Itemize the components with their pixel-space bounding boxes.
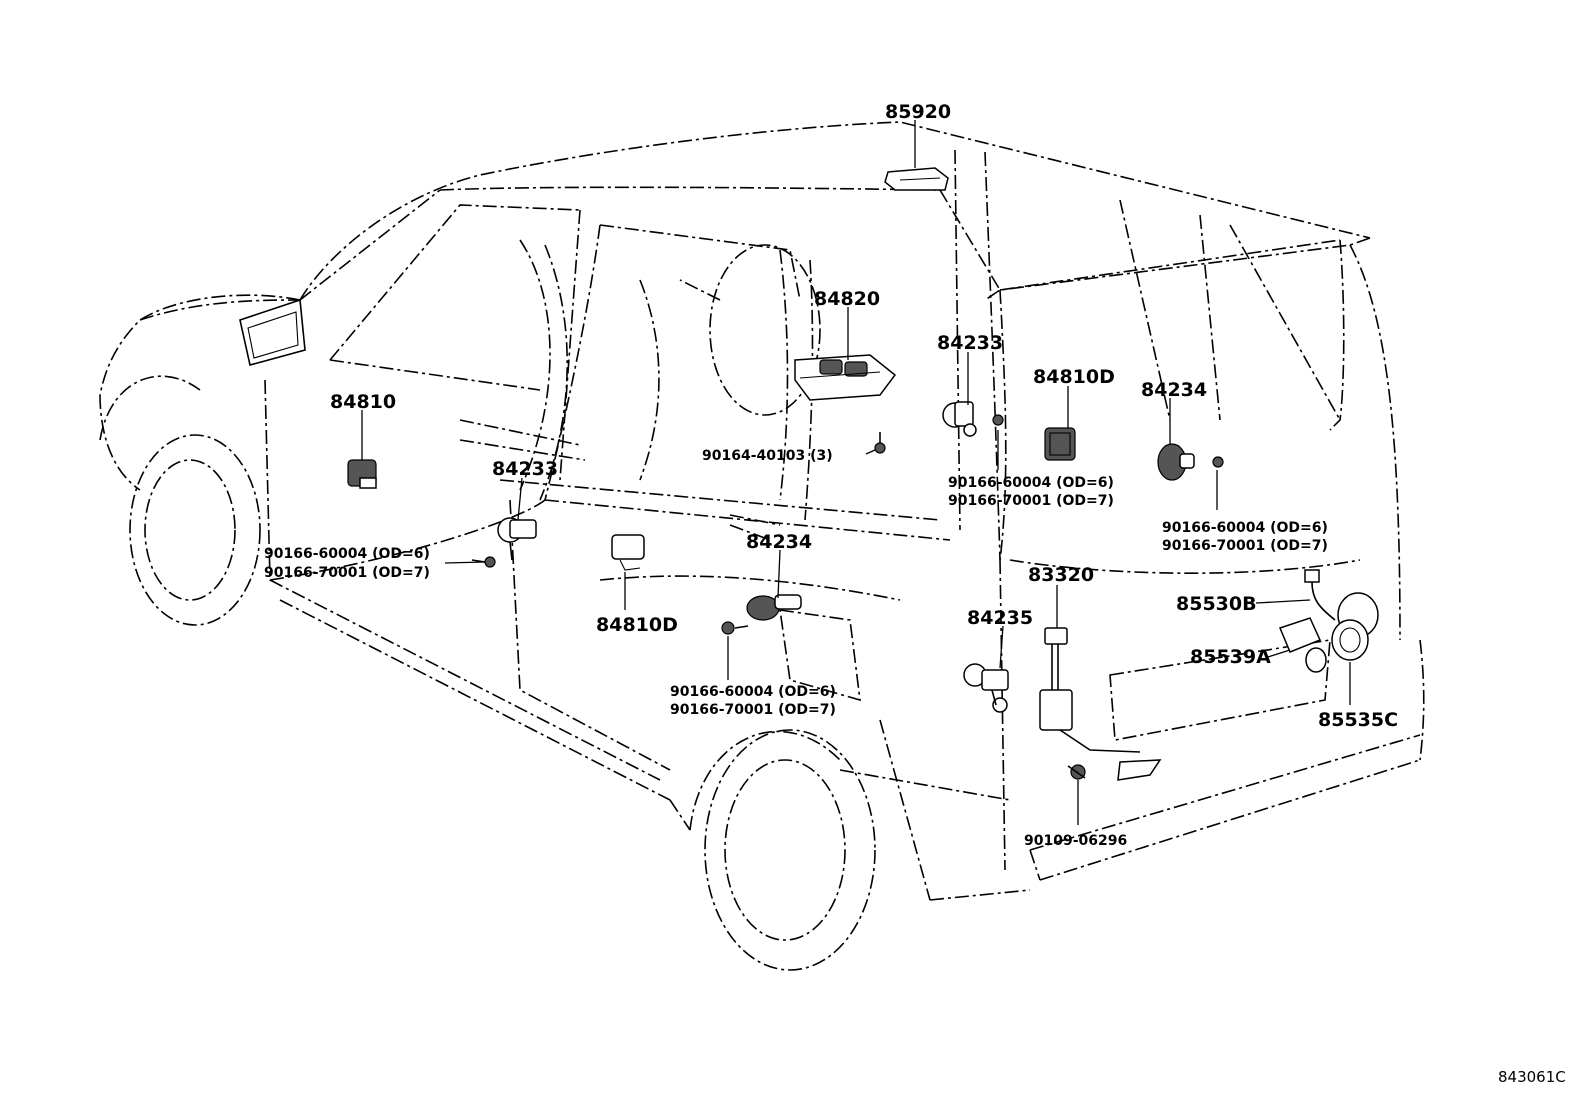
part-83320 (1039, 627, 1162, 781)
side-mirror (239, 298, 306, 366)
label-screw-84820: 90164-40103 (3) (702, 448, 833, 464)
label-screw-far-right-b: 90166-70001 (OD=7) (1162, 538, 1328, 554)
vehicle-outline (99, 121, 1425, 901)
label-84234-center: 84234 (746, 531, 812, 553)
part-84233-left (497, 517, 537, 561)
leader-lines (361, 120, 1351, 825)
part-85920 (884, 167, 949, 191)
part-84233-right (942, 401, 977, 437)
part-84234-right (1157, 443, 1195, 481)
rear-wheel (689, 729, 876, 971)
label-84233-left: 84233 (492, 458, 558, 480)
label-screw-right-a: 90166-60004 (OD=6) (948, 475, 1114, 491)
part-85535c (1331, 592, 1379, 661)
part-84810d-right (1044, 427, 1076, 461)
label-screw-left-b: 90166-70001 (OD=7) (264, 565, 430, 581)
label-85539a: 85539A (1190, 646, 1271, 668)
part-84820 (794, 354, 897, 401)
label-85530b: 85530B (1176, 593, 1257, 615)
label-85920: 85920 (885, 101, 951, 123)
label-84810: 84810 (330, 391, 396, 413)
label-84810d-center: 84810D (596, 614, 678, 636)
screw-icons (471, 414, 1224, 635)
figure-code: 843061C (1498, 1068, 1566, 1086)
part-84810d-center (611, 534, 645, 571)
label-83320: 83320 (1028, 564, 1094, 586)
part-rear-bolt (1067, 764, 1086, 780)
part-85530b (1304, 569, 1336, 621)
part-85539a (1278, 617, 1327, 673)
steering-wheel (679, 244, 821, 416)
part-84234-center (746, 594, 802, 621)
part-84810-left (347, 459, 377, 489)
label-84234-right: 84234 (1141, 379, 1207, 401)
front-wheel (99, 375, 261, 626)
label-84233-right: 84233 (937, 332, 1003, 354)
label-bolt-rear: 90109-06296 (1024, 833, 1127, 849)
part-labels: 85920 84820 84233 84810D 84234 84810 842… (264, 101, 1566, 1086)
label-85535c: 85535C (1318, 709, 1398, 731)
label-84820: 84820 (814, 288, 880, 310)
part-84235 (963, 663, 1009, 713)
label-84235: 84235 (967, 607, 1033, 629)
label-screw-far-right-a: 90166-60004 (OD=6) (1162, 520, 1328, 536)
label-84810d-right: 84810D (1033, 366, 1115, 388)
label-screw-center-a: 90166-60004 (OD=6) (670, 684, 836, 700)
label-screw-left-a: 90166-60004 (OD=6) (264, 546, 430, 562)
label-screw-right-b: 90166-70001 (OD=7) (948, 493, 1114, 509)
label-screw-center-b: 90166-70001 (OD=7) (670, 702, 836, 718)
